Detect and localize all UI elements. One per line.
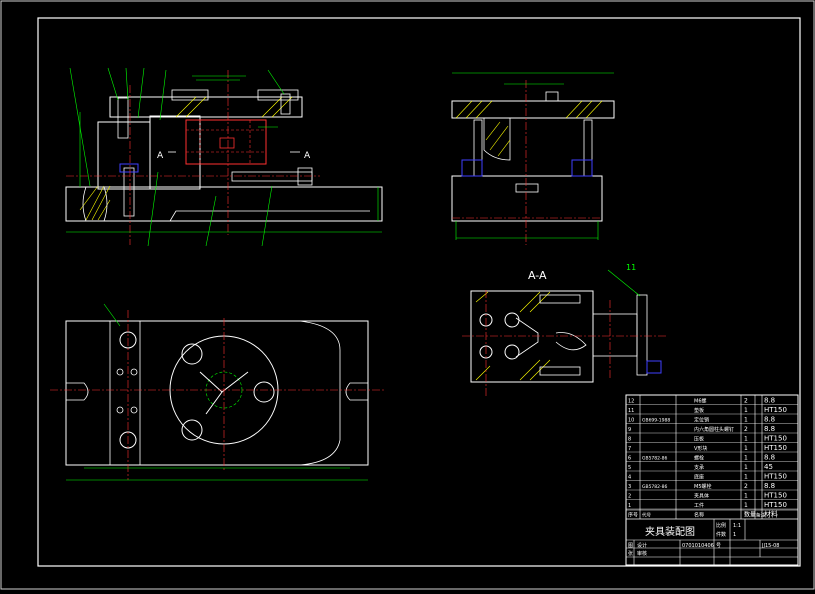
bom-cell-no: 6 bbox=[628, 456, 631, 462]
bom-cell-qty: 1 bbox=[744, 417, 748, 424]
bom-cell-no: 3 bbox=[628, 484, 631, 490]
bom-cell-name: 压板 bbox=[694, 436, 704, 443]
bom-cell-name: 定位销 bbox=[694, 417, 709, 424]
bom-cell-mat: HT150 bbox=[764, 473, 787, 481]
sheet-value: 1 bbox=[733, 532, 736, 538]
bom-cell-mat: 8.8 bbox=[764, 454, 775, 462]
tb-label-design: 设计 bbox=[637, 542, 647, 549]
bom-cell-name: 底座 bbox=[694, 474, 704, 481]
bom-cell-mat: 8.8 bbox=[764, 482, 775, 490]
bom-cell-name: M6螺 bbox=[694, 398, 707, 405]
bom-cell-no: 2 bbox=[628, 494, 631, 500]
bom-cell-no: 11 bbox=[628, 408, 634, 414]
bom-cell-qty: 1 bbox=[744, 455, 748, 462]
bom-cell-mat: 8.8 bbox=[764, 425, 775, 433]
tb-label-b: 号 bbox=[716, 543, 721, 549]
bom-cell-no: 1 bbox=[628, 503, 631, 509]
bom-header-no: 序号 bbox=[628, 512, 638, 519]
bom-cell-mat: HT150 bbox=[764, 492, 787, 500]
bom-header-mat: 材料 bbox=[764, 510, 778, 519]
bom-cell-mat: HT150 bbox=[764, 406, 787, 414]
section-label: A-A bbox=[528, 269, 547, 282]
inner-frame bbox=[37, 17, 801, 567]
drawing-code: JJ15-08 bbox=[761, 543, 779, 549]
tb-label-a: 图 bbox=[628, 543, 633, 549]
cut-mark-right: A bbox=[304, 151, 311, 161]
bom-cell-qty: 1 bbox=[744, 502, 748, 509]
top-view bbox=[50, 303, 386, 481]
drawing-title: 夹具装配图 bbox=[645, 525, 695, 538]
bom-cell-mat: 8.8 bbox=[764, 416, 775, 424]
bom-cell-qty: 1 bbox=[744, 474, 748, 481]
cut-mark-left: A bbox=[157, 151, 164, 161]
bom-cell-no: 8 bbox=[628, 437, 631, 443]
bom-cell-name: V形块 bbox=[694, 445, 707, 452]
bom-cell-qty: 1 bbox=[744, 493, 748, 500]
bom-cell-mat: 45 bbox=[764, 463, 773, 471]
front-view: A A bbox=[65, 67, 383, 247]
bom-header-std: 代号 bbox=[642, 512, 651, 519]
callout-11: 11 bbox=[626, 263, 636, 272]
bom-cell-qty: 1 bbox=[744, 464, 748, 471]
bom-cell-name: 夹具体 bbox=[694, 493, 709, 500]
bom-cell-name: M5螺栓 bbox=[694, 483, 712, 490]
scale-label: 比例 bbox=[716, 522, 726, 529]
tb-label-check: 审核 bbox=[637, 550, 647, 557]
scale-value: 1:1 bbox=[733, 523, 741, 529]
bom-cell-qty: 1 bbox=[744, 407, 748, 414]
bom-cell-no: 4 bbox=[628, 475, 631, 481]
bom-header-qty: 数量 bbox=[744, 511, 756, 519]
bom-cell-name: 支承 bbox=[694, 464, 704, 471]
bom-header-note: 备注 bbox=[756, 512, 765, 519]
bom-cell-mat: HT150 bbox=[764, 444, 787, 452]
sheet-label: 件数 bbox=[716, 531, 726, 538]
bom-cell-qty: 1 bbox=[744, 445, 748, 452]
bom-cell-qty: 1 bbox=[744, 436, 748, 443]
drawing-number: 0701010406 bbox=[682, 543, 714, 549]
bom-cell-mat: HT150 bbox=[764, 501, 787, 509]
section-view: A-A 11 bbox=[462, 263, 666, 396]
bom-cell-name: 内六角圆柱头螺钉 bbox=[694, 426, 734, 433]
bom-cell-no: 12 bbox=[628, 399, 634, 405]
tb-label-c: 张 bbox=[628, 550, 633, 557]
bom-cell-name: 工件 bbox=[694, 502, 704, 509]
bom-cell-no: 5 bbox=[628, 465, 631, 471]
bom-cell-std: GB699-1988 bbox=[642, 418, 670, 424]
bom-cell-qty: 2 bbox=[744, 426, 748, 433]
bom-cell-name: 螺栓 bbox=[694, 455, 704, 462]
bom-cell-qty: 2 bbox=[744, 483, 748, 490]
bom-cell-no: 9 bbox=[628, 427, 631, 433]
bom-cell-qty: 2 bbox=[744, 398, 748, 405]
bom-cell-no: 7 bbox=[628, 446, 631, 452]
bom-cell-std: GB5782-86 bbox=[642, 456, 668, 462]
side-view bbox=[451, 72, 615, 245]
bom-cell-std: GB5782-86 bbox=[642, 484, 668, 490]
bom-cell-no: 10 bbox=[628, 418, 634, 424]
bom-header-name: 名称 bbox=[694, 512, 704, 519]
bom-cell-name: 垫板 bbox=[694, 407, 704, 414]
bom-cell-mat: 8.8 bbox=[764, 397, 775, 405]
bom-cell-mat: HT150 bbox=[764, 435, 787, 443]
